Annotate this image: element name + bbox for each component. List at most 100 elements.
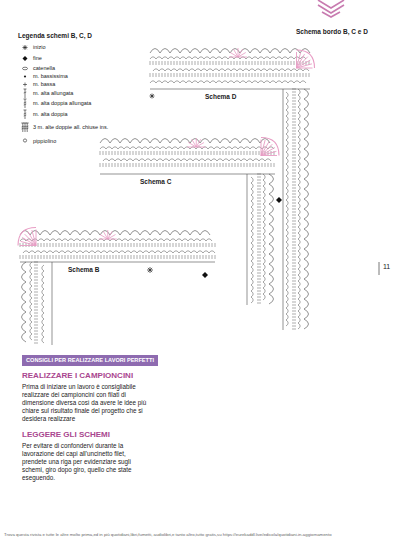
stitch-mark [160,139,170,144]
stitch-mark [251,273,253,279]
stitch-mark [112,151,113,155]
stitch-mark [146,243,147,247]
stitch-mark [256,151,257,155]
stitch-mark [251,279,253,285]
stitch-mark [109,159,115,161]
stitch-mark [240,139,250,144]
stitch-mark [286,302,288,308]
stitch-mark [292,320,296,321]
stitch-mark [222,61,223,65]
stitch-mark [286,296,288,302]
stitch-mark [118,147,124,149]
stitch-mark [292,113,296,114]
stitch-mark [177,69,183,71]
stitch-mark [71,255,72,259]
stitch-mark [286,176,288,182]
stitch-mark [270,73,271,77]
stitch-mark [226,163,227,167]
stitch-mark [107,243,108,247]
stitch-mark [222,81,228,83]
stitch-mark [168,61,169,65]
stitch-mark [23,251,29,253]
stitch-mark [261,69,267,71]
stitch-mark [34,313,38,314]
stitch-mark [223,151,224,155]
stitch-mark [140,239,146,241]
stitch-mark [292,263,296,264]
stitch-mark [285,69,291,71]
stitch-mark [298,173,300,179]
stitch-mark [193,163,194,167]
stitch-mark [42,319,44,325]
stitch-mark [303,69,309,71]
stitch-mark [286,206,288,212]
stitch-mark [212,243,213,247]
stitch-mark [292,254,296,255]
stitch-mark [108,231,113,239]
stitch-mark [297,73,298,77]
stitch-mark [309,73,310,77]
stitch-mark [292,299,296,300]
stitch-mark [251,297,253,303]
stitch-mark [127,163,128,167]
stitch-mark [234,73,235,77]
stitch-mark [222,73,223,77]
stitch-mark [292,323,296,324]
stitch-mark [298,221,300,227]
stitch-mark [286,170,288,176]
stitch-mark [56,243,57,247]
stitch-mark [294,73,295,77]
stitch-mark [220,147,226,149]
stitch-mark [292,173,296,174]
stitch-mark [257,228,261,229]
stitch-mark [205,151,206,155]
stitch-mark [150,57,156,59]
stitch-mark [150,231,160,236]
stitch-mark [186,81,192,83]
stitch-mark [172,163,173,167]
stitch-mark [130,139,140,144]
stitch-mark [172,151,173,155]
stitch-mark [128,239,134,241]
stitch-mark [286,200,288,206]
stitch-mark [146,239,152,241]
stitch-mark [258,73,259,77]
stitch-mark [298,233,300,239]
stitch-mark [125,255,126,259]
stitch-mark [286,320,288,326]
stitch-mark [292,212,296,213]
stitch-mark [298,197,300,203]
stitch-mark [68,239,74,241]
stitch-mark [193,151,194,155]
stitch-mark [292,296,296,297]
stitch-mark [180,57,186,59]
stitch-mark [286,272,288,278]
stitch-mark [304,239,309,249]
stitch-mark [162,81,168,83]
stitch-mark [30,322,32,328]
stitch-mark [257,288,261,289]
stitch-mark [190,151,191,155]
stitch-mark [193,159,199,161]
stitch-mark [211,151,212,155]
stitch-mark [292,92,296,93]
stitch-mark [161,251,167,253]
stitch-mark [195,69,201,71]
stitch-mark [243,61,244,65]
stitch-mark [137,251,143,253]
stitch-mark [165,69,171,71]
stitch-mark [304,259,309,269]
stitch-mark [179,243,180,247]
stitch-mark [166,163,167,167]
stitch-mark [241,163,242,167]
stitch-mark [261,140,265,155]
stitch-mark [207,61,208,65]
chart-label: Schema C [140,178,171,185]
stitch-mark [202,163,203,167]
stitch-mark [286,128,288,134]
stitch-mark [60,231,70,236]
stitch-mark [232,151,233,155]
stitch-bar [26,128,29,129]
stitch-mark [286,248,288,254]
stitch-mark [133,151,134,155]
